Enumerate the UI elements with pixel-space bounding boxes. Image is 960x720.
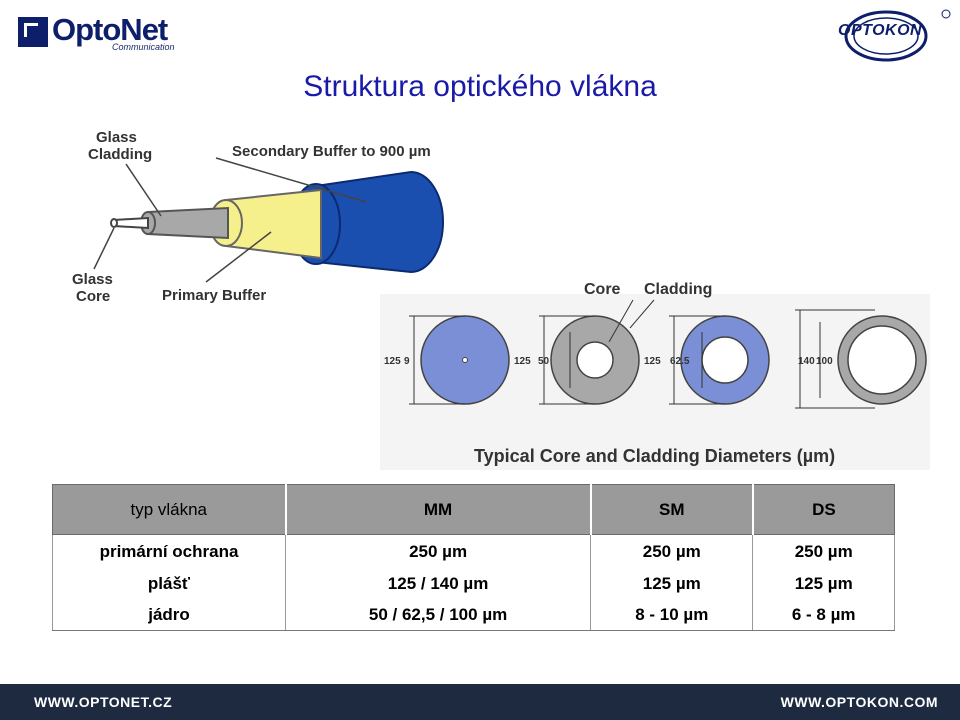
header-sm: SM [589,484,754,535]
primary-buffer-label: Primary Buffer [162,287,266,304]
diameters-caption: Typical Core and Cladding Diameters (µm) [474,446,835,466]
table-cell: plášť [52,566,286,599]
dim-outer-1: 125 [384,356,401,367]
optonet-logo-mark-icon [18,17,48,47]
dim-inner-2: 50 [538,356,550,367]
dim-outer-3: 125 [644,356,661,367]
dim-outer-4: 140 [798,356,815,367]
footer-optonet-link[interactable]: WWW.OPTONET.CZ [34,694,173,710]
header-mm: MM [284,484,592,535]
dim-outer-2: 125 [514,356,531,367]
secondary-buffer-label: Secondary Buffer to 900 µm [232,143,431,160]
core-label: Core [584,281,621,298]
table-cell: 125 µm [752,566,895,599]
glass-cladding-label-2: Cladding [88,146,152,163]
optonet-logo-word: OptoNet [52,12,168,47]
table-cell: 6 - 8 µm [752,598,895,631]
table-cell: 250 µm [284,534,592,567]
footer-bar: WWW.OPTONET.CZ WWW.OPTOKON.COM [0,684,960,720]
table-cell: 8 - 10 µm [590,598,754,631]
table-cell: 125 µm [590,566,754,599]
table-cell: 50 / 62,5 / 100 µm [284,598,592,631]
glass-core-label-2: Core [76,288,110,305]
table-cell: 250 µm [752,534,895,567]
table-cell: 125 / 140 µm [284,566,592,599]
dim-inner-3: 62.5 [670,356,690,367]
optokon-logo-ring-icon [844,9,951,62]
core-cladding-diameters-illustration: 125 9 125 50 125 62.5 140 100 Core Cladd… [380,281,930,470]
fiber-cable-illustration: Glass Cladding Secondary Buffer to 900 µ… [72,129,444,305]
optokon-logo-word: OPTOKON [838,22,923,39]
glass-cladding-label-1: Glass [96,129,137,146]
dim-inner-1: 9 [404,356,410,367]
optonet-logo-subtitle: Communication [112,42,175,52]
optonet-logo: OptoNet Communication [18,12,175,52]
glass-core-label-1: Glass [72,271,113,288]
table-header-row: typ vlákna MM SM DS [52,484,895,535]
header-fiber-type: typ vlákna [52,484,286,535]
header-ds: DS [751,484,895,535]
table-row: jádro 50 / 62,5 / 100 µm 8 - 10 µm 6 - 8… [52,598,895,631]
fiber-spec-table: typ vlákna MM SM DS primární ochrana 250… [52,484,895,631]
table-cell: primární ochrana [52,534,286,567]
cladding-label: Cladding [644,281,712,298]
footer-optokon-link[interactable]: WWW.OPTOKON.COM [780,694,938,710]
table-cell: jádro [52,598,286,631]
table-cell: 250 µm [590,534,754,567]
table-row: plášť 125 / 140 µm 125 µm 125 µm [52,566,895,599]
page-title: Struktura optického vlákna [303,70,657,103]
table-row: primární ochrana 250 µm 250 µm 250 µm [52,534,895,567]
optokon-logo: OPTOKON [830,6,954,66]
dim-inner-4: 100 [816,356,833,367]
